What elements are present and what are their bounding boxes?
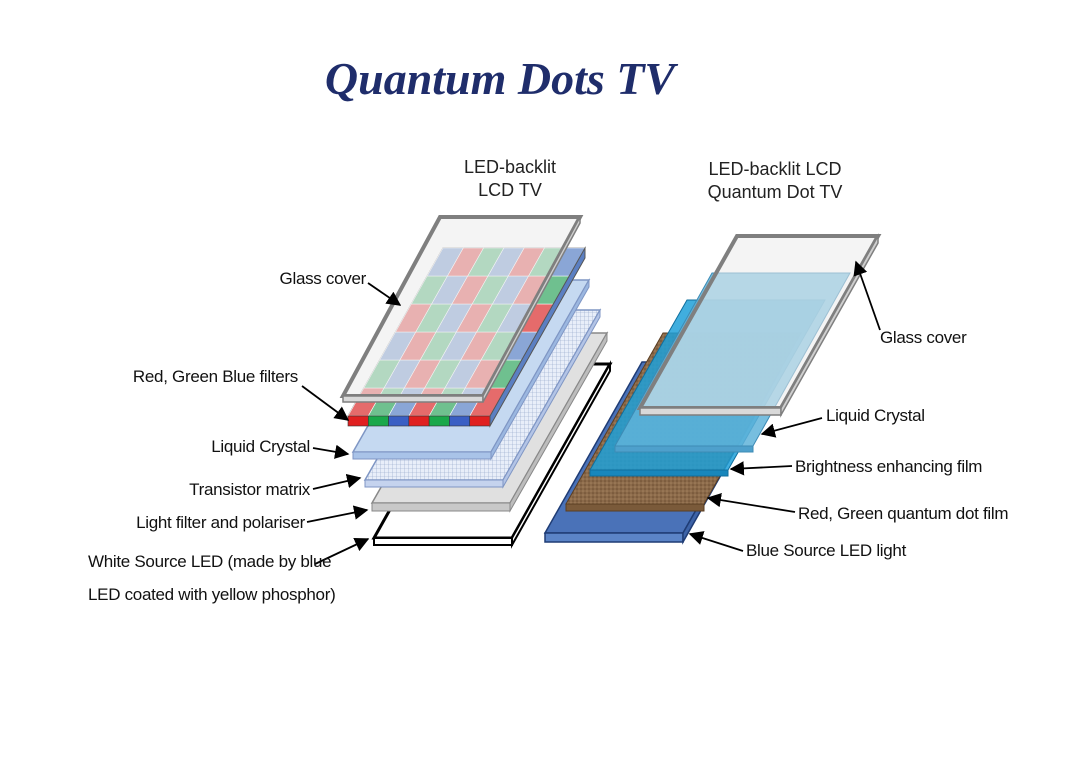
label-glass-cover-left: Glass cover (279, 269, 367, 288)
rgb-filter-edge-cell (388, 415, 410, 427)
page-title: Quantum Dots TV (324, 53, 676, 104)
rgb-filter-edge-cell (449, 415, 471, 427)
label-quantum-dot-film: Red, Green quantum dot film (798, 504, 1009, 523)
arrow-white-led (314, 538, 370, 565)
arrow-rgb-filters (301, 385, 350, 421)
arrow-transistor-matrix (312, 473, 362, 490)
label-liquid-crystal-right: Liquid Crystal (826, 406, 925, 425)
right-caption-line2: Quantum Dot TV (707, 182, 843, 202)
label-rgb-filters: Red, Green Blue filters (132, 367, 298, 386)
glass-cover-left (339, 215, 584, 403)
arrow-glass-cover-left (367, 282, 402, 306)
arrow-liquid-crystal-right (760, 417, 823, 438)
label-glass-cover-right: Glass cover (880, 328, 967, 347)
arrow-brightness-film (729, 461, 793, 476)
right-caption-line1: LED-backlit LCD (708, 159, 842, 179)
label-light-filter: Light filter and polariser (136, 513, 305, 532)
label-white-led-line2: LED coated with yellow phosphor) (88, 585, 336, 604)
label-brightness-film: Brightness enhancing film (795, 457, 983, 476)
right-stack (543, 233, 882, 545)
arrow-light-filter (306, 505, 369, 523)
left-diagram-caption: LED-backlit LCD TV (440, 156, 580, 202)
arrow-liquid-crystal-left (312, 444, 350, 459)
rgb-filter-edge-cell (469, 415, 491, 427)
arrow-glass-cover-right (853, 260, 881, 331)
rgb-filter-edge-cell (408, 415, 430, 427)
label-transistor-matrix: Transistor matrix (189, 480, 310, 499)
arrow-quantum-dot-film (706, 492, 796, 513)
rgb-filter-edge-cell (428, 415, 450, 427)
arrow-blue-led (688, 531, 744, 552)
label-white-led-line1: White Source LED (made by blue (88, 552, 332, 571)
left-stack (339, 215, 613, 549)
rgb-filter-edge-cell (347, 415, 369, 427)
glass-cover-right (636, 233, 882, 418)
rgb-filter-edge-cell (367, 415, 389, 427)
right-diagram-caption: LED-backlit LCD Quantum Dot TV (690, 158, 860, 204)
label-liquid-crystal-left: Liquid Crystal (211, 437, 310, 456)
left-caption-line1: LED-backlit (463, 157, 557, 177)
left-caption-line2: LCD TV (478, 180, 542, 200)
leader-lines (301, 260, 881, 565)
label-blue-led: Blue Source LED light (746, 541, 907, 560)
